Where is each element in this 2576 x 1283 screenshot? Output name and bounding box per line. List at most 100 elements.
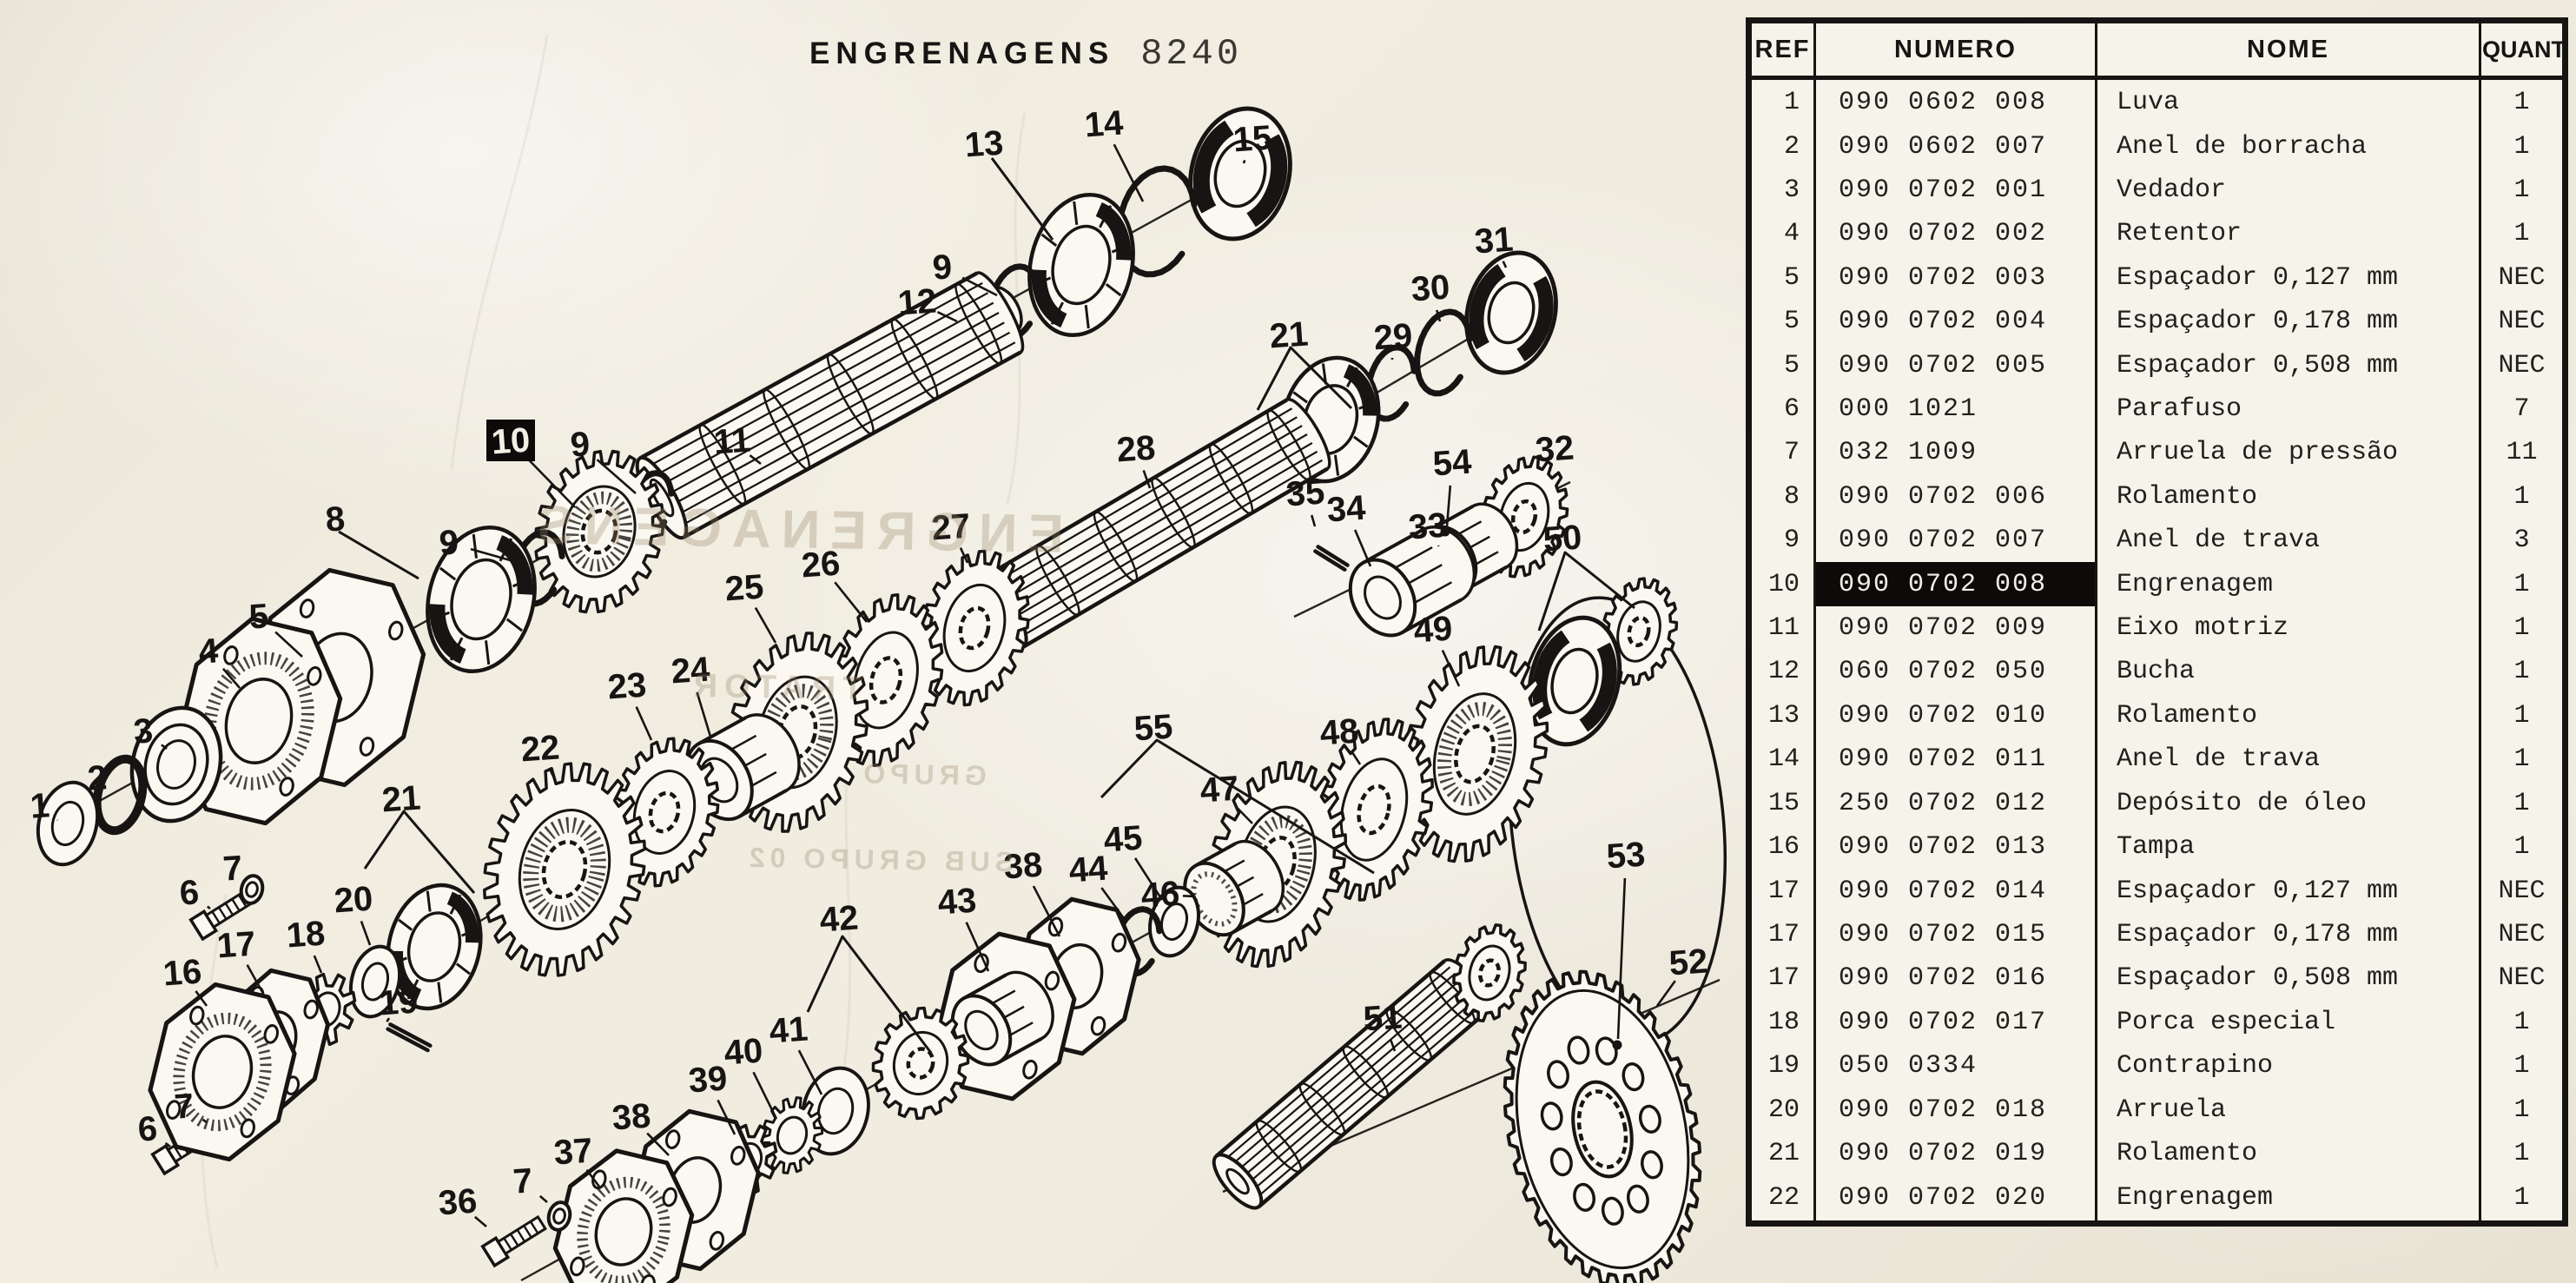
ref-cell: 5 xyxy=(1783,350,1800,380)
callout-28: 28 xyxy=(1115,429,1156,470)
ref-cell: 5 xyxy=(1783,307,1800,337)
callout-45: 45 xyxy=(1102,819,1143,860)
numero-cell: 032 1009 xyxy=(1813,431,2097,475)
ref-cell: 6 xyxy=(1783,394,1800,425)
quant-cell: NEC xyxy=(2479,255,2566,301)
ref-cell: 20 xyxy=(1767,1095,1800,1125)
ref-cell: 13 xyxy=(1767,700,1800,731)
quant-cell: 1 xyxy=(2479,124,2566,169)
numero-cell: 090 0702 011 xyxy=(1813,737,2097,782)
numero-cell: 090 0702 017 xyxy=(1813,1000,2097,1044)
callout-21: 21 xyxy=(1268,315,1309,356)
quant-cell: 1 xyxy=(2479,562,2566,606)
nome-cell: Eixo motriz xyxy=(2095,605,2480,651)
callout-11: 11 xyxy=(712,421,751,462)
quant-cell: 1 xyxy=(2479,1131,2566,1176)
nome-cell: Rolamento xyxy=(2095,693,2480,738)
numero-cell: 090 0702 020 xyxy=(1813,1175,2097,1224)
numero-cell: 090 0602 007 xyxy=(1813,124,2097,169)
numero-cell: 050 0334 xyxy=(1813,1043,2097,1088)
callout-8: 8 xyxy=(324,499,346,539)
quant-cell: 1 xyxy=(2479,693,2566,738)
nome-cell: Retentor xyxy=(2095,212,2480,256)
numero-cell: 090 0602 008 xyxy=(1813,77,2097,125)
quant-cell: 1 xyxy=(2479,168,2566,213)
callout-29: 29 xyxy=(1372,317,1413,358)
numero-cell: 090 0702 015 xyxy=(1813,912,2097,957)
callout-36: 36 xyxy=(437,1182,478,1223)
ref-cell: 17 xyxy=(1767,919,1800,949)
nome-cell: Anel de borracha xyxy=(2095,124,2480,169)
ref-cell: 4 xyxy=(1783,219,1800,249)
callout-39: 39 xyxy=(687,1060,728,1101)
callout-38: 38 xyxy=(1002,846,1043,887)
numero-cell: 000 1021 xyxy=(1813,387,2097,432)
callout-46: 46 xyxy=(1139,875,1180,916)
callout-34: 34 xyxy=(1325,488,1367,529)
callout-9: 9 xyxy=(931,248,953,287)
numero-cell: 090 0702 002 xyxy=(1813,212,2097,256)
nome-cell: Espaçador 0,178 mm xyxy=(2095,300,2480,344)
header-ref: REF xyxy=(1754,35,1811,63)
quant-cell: 1 xyxy=(2479,1175,2566,1224)
callout-30: 30 xyxy=(1410,268,1450,309)
callout-18: 18 xyxy=(285,915,326,956)
callout-41: 41 xyxy=(768,1010,809,1051)
numero-cell: 090 0702 008 xyxy=(1813,562,2097,606)
nome-cell: Luva xyxy=(2095,77,2480,125)
nome-cell: Depósito de óleo xyxy=(2095,781,2480,825)
header-quant: QUANT. xyxy=(2479,20,2566,78)
ref-cell: 7 xyxy=(1783,438,1800,468)
quant-cell: 7 xyxy=(2479,387,2566,432)
callout-52: 52 xyxy=(1668,942,1708,983)
callout-43: 43 xyxy=(936,882,977,923)
ref-cell: 19 xyxy=(1767,1051,1800,1081)
ref-cell: 14 xyxy=(1767,744,1800,775)
callout-25: 25 xyxy=(723,568,764,609)
ref-cell: 10 xyxy=(1767,569,1800,599)
callout-3: 3 xyxy=(132,711,154,751)
ref-cell: 3 xyxy=(1783,175,1800,206)
ref-cell: 12 xyxy=(1767,657,1800,687)
callout-6: 6 xyxy=(178,873,200,912)
callout-31: 31 xyxy=(1473,221,1514,261)
callout-7: 7 xyxy=(173,1087,195,1126)
quant-cell: NEC xyxy=(2479,912,2566,957)
ref-cell: 9 xyxy=(1783,526,1800,556)
ref-cell: 18 xyxy=(1767,1007,1800,1037)
header-row: REF NUMERO NOME QUANT. xyxy=(1748,20,2566,78)
numero-cell: 090 0702 016 xyxy=(1813,956,2097,1001)
callout-12: 12 xyxy=(896,282,937,323)
nome-cell: Rolamento xyxy=(2095,1131,2480,1176)
ref-cell: 21 xyxy=(1767,1138,1800,1168)
nome-cell: Porca especial xyxy=(2095,1000,2480,1044)
callout-33: 33 xyxy=(1407,506,1448,547)
ref-cell: 11 xyxy=(1767,613,1800,644)
quant-cell: 1 xyxy=(2479,650,2566,694)
ref-cell: 5 xyxy=(1783,262,1800,293)
callout-32: 32 xyxy=(1534,429,1575,470)
nome-cell: Parafuso xyxy=(2095,387,2480,432)
callout-7: 7 xyxy=(512,1161,533,1200)
callout-35: 35 xyxy=(1285,473,1325,514)
callout-24: 24 xyxy=(670,650,711,691)
callout-14: 14 xyxy=(1083,103,1125,144)
quant-cell: 1 xyxy=(2479,781,2566,825)
quant-cell: 1 xyxy=(2479,1043,2566,1088)
ref-cell: 8 xyxy=(1783,481,1800,512)
